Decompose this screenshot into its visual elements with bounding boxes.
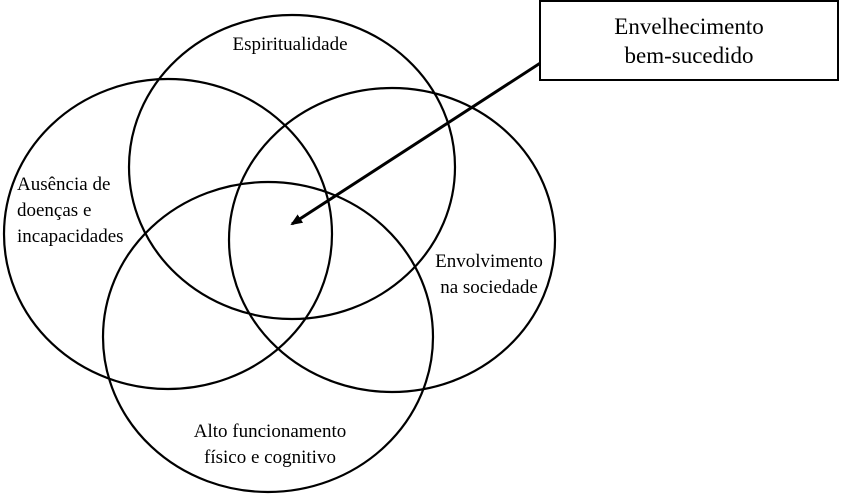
- high-function-label-line-2: físico e cognitivo: [204, 447, 336, 468]
- spirituality-label-line-1: Espiritualidade: [232, 34, 348, 55]
- callout-line-2: bem-sucedido: [624, 42, 754, 68]
- spirituality-circle: [127, 13, 457, 321]
- high-function-label: Alto funcionamento físico e cognitivo: [172, 419, 368, 471]
- callout-box: Envelhecimento bem-sucedido: [539, 0, 839, 81]
- social-engagement-label-line-1: Envolvimento: [435, 251, 543, 272]
- callout-line-1: Envelhecimento: [614, 13, 764, 39]
- absence-disease-label: Ausência de doenças e incapacidades: [17, 172, 124, 250]
- absence-disease-label-line-2: doenças e: [17, 200, 92, 221]
- high-function-circle: [101, 180, 435, 494]
- social-engagement-label-line-2: na sociedade: [440, 277, 538, 298]
- spirituality-label: Espiritualidade: [210, 32, 370, 58]
- callout-arrow: [290, 58, 546, 226]
- social-engagement-circle: [227, 86, 557, 394]
- social-engagement-label: Envolvimento na sociedade: [428, 249, 550, 301]
- absence-disease-label-line-1: Ausência de: [17, 174, 111, 195]
- high-function-label-line-1: Alto funcionamento: [193, 421, 347, 442]
- absence-disease-label-line-3: incapacidades: [17, 226, 124, 247]
- absence-disease-circle: [2, 77, 334, 391]
